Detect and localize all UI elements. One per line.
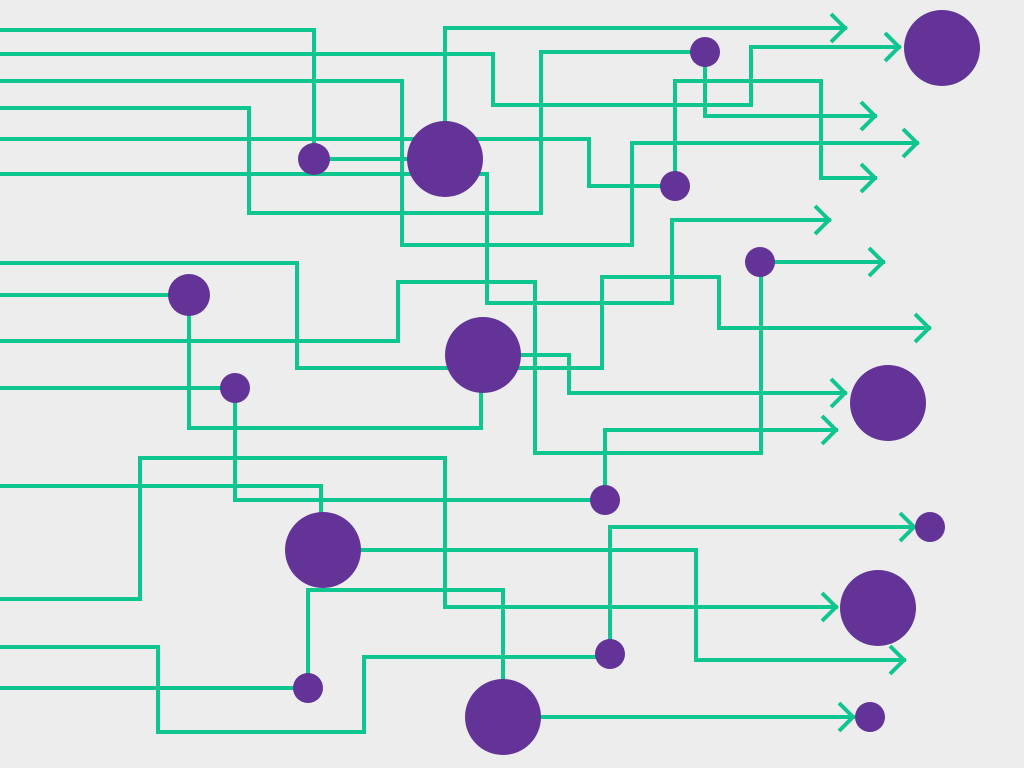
small-node xyxy=(590,485,620,515)
trace-line xyxy=(481,275,931,370)
trace-lines xyxy=(0,26,931,734)
arrowhead-icon xyxy=(829,12,848,44)
large-node xyxy=(465,679,541,755)
arrowhead-icon xyxy=(901,127,920,159)
trace-line xyxy=(481,353,847,395)
arrowheads xyxy=(813,12,932,733)
arrowhead-icon xyxy=(820,414,839,446)
trace-line xyxy=(0,260,885,455)
trace-line xyxy=(603,428,838,502)
trace-line xyxy=(0,261,485,370)
trace-line xyxy=(0,172,831,305)
large-node xyxy=(850,365,926,441)
small-node xyxy=(915,512,945,542)
large-node xyxy=(407,121,483,197)
small-node xyxy=(745,247,775,277)
trace-line xyxy=(443,26,847,161)
small-node xyxy=(855,702,885,732)
large-node xyxy=(840,570,916,646)
trace-line xyxy=(0,79,919,247)
small-node xyxy=(298,143,330,175)
arrowhead-icon xyxy=(859,100,878,132)
circuit-nodes xyxy=(168,10,980,755)
arrowhead-icon xyxy=(820,591,839,623)
trace-line xyxy=(0,45,901,107)
trace-line xyxy=(0,28,447,161)
trace-line xyxy=(0,484,906,662)
trace-line xyxy=(0,386,607,502)
arrowhead-icon xyxy=(888,644,907,676)
small-node xyxy=(168,274,210,316)
trace-line xyxy=(0,588,855,719)
arrowhead-icon xyxy=(837,701,856,733)
trace-line xyxy=(0,50,877,215)
arrowhead-icon xyxy=(859,162,878,194)
trace-line xyxy=(0,293,483,430)
large-node xyxy=(445,317,521,393)
small-node xyxy=(293,673,323,703)
trace-line xyxy=(0,79,877,188)
small-node xyxy=(595,639,625,669)
trace-line xyxy=(608,525,916,656)
small-node xyxy=(220,373,250,403)
arrowhead-icon xyxy=(913,312,932,344)
arrowhead-icon xyxy=(898,511,917,543)
arrowhead-icon xyxy=(883,31,902,63)
small-node xyxy=(660,171,690,201)
trace-line xyxy=(0,645,612,734)
arrowhead-icon xyxy=(867,246,886,278)
arrowhead-icon xyxy=(829,377,848,409)
large-node xyxy=(285,512,361,588)
large-node xyxy=(904,10,980,86)
arrowhead-icon xyxy=(813,204,832,236)
trace-line xyxy=(0,456,838,609)
small-node xyxy=(690,37,720,67)
